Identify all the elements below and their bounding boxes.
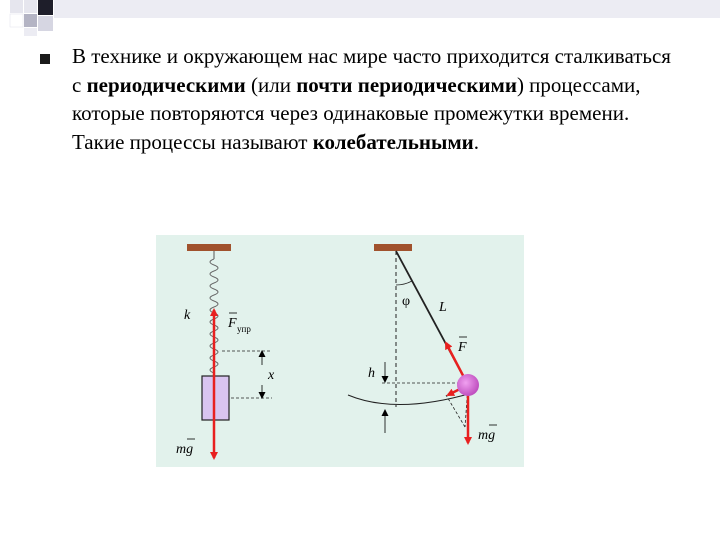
spring-k-label: k	[184, 308, 191, 323]
spring-force-label: F	[227, 316, 237, 331]
spring-mass-block	[201, 375, 230, 421]
pendulum-mg-label: mg	[478, 428, 495, 443]
pendulum-ceiling	[374, 244, 412, 251]
text-part-4: .	[473, 129, 480, 154]
bullet-square-icon	[40, 54, 50, 64]
oscillation-diagram: k F упр x mg φ L	[176, 244, 497, 460]
text-part-3: ) процессами, которые повторяются через …	[72, 72, 641, 154]
spring-ceiling	[187, 244, 231, 251]
pendulum-phi-label: φ	[402, 294, 410, 309]
pendulum-angle-arc	[395, 280, 413, 286]
pendulum-L-label: L	[438, 300, 447, 315]
string-pendulum: φ L h F mg	[347, 244, 495, 445]
pendulum-ball	[457, 374, 479, 396]
bold-periodic: периодическими	[86, 72, 246, 97]
spring-mg-label: mg	[176, 442, 193, 457]
oscillation-figure: k F упр x mg φ L	[156, 235, 524, 467]
text-part-1: В технике и окружающем нас мире часто пр…	[72, 44, 671, 97]
pendulum-swing-arc	[347, 392, 473, 405]
header-squares-decoration	[0, 0, 720, 36]
spring-pendulum: k F упр x mg	[176, 244, 275, 460]
pendulum-force-label: F	[457, 340, 467, 355]
spring-x-label: x	[267, 368, 275, 383]
spring-force-subscript: упр	[237, 324, 251, 334]
text-part-2: (или	[245, 72, 297, 97]
bold-almost-periodic: почти периодическими	[296, 72, 517, 97]
bold-oscillatory: колебательными	[312, 129, 474, 154]
vector-overbars	[187, 312, 497, 440]
body-paragraph: В технике и окружающем нас мире часто пр…	[72, 42, 672, 156]
pendulum-h-label: h	[368, 366, 375, 381]
